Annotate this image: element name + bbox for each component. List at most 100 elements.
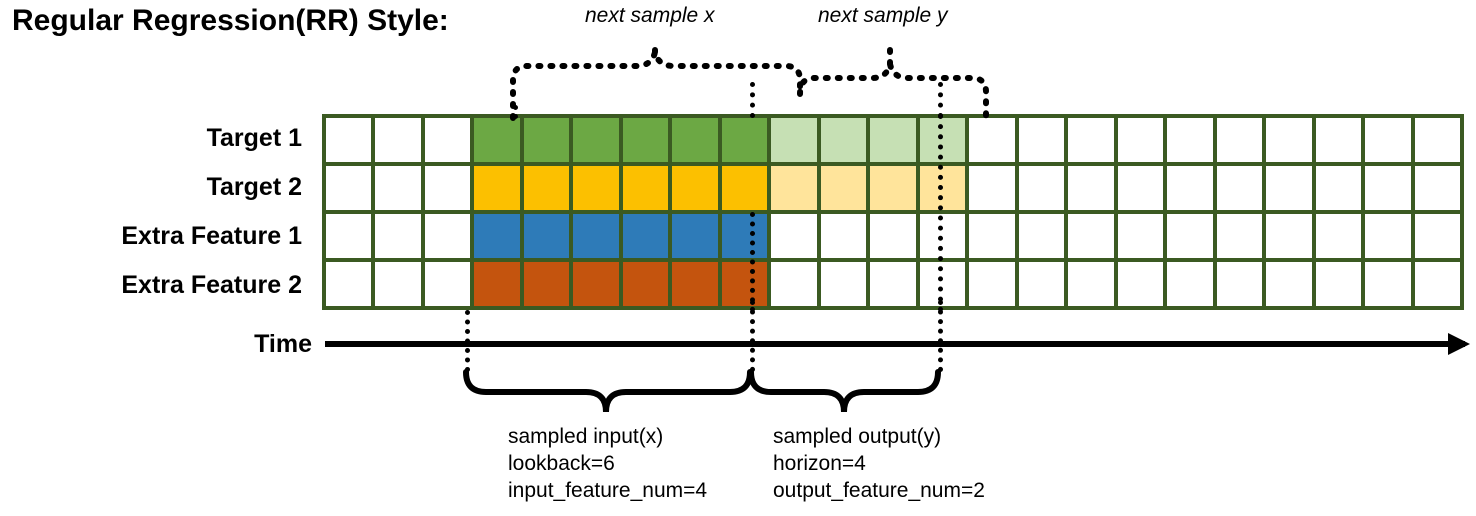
grid-cell-r4-c21 <box>1315 262 1362 306</box>
grid-cell-r4-c12 <box>870 262 916 306</box>
time-axis-line <box>325 341 1465 347</box>
grid-cell-r4-c4 <box>474 262 520 306</box>
dotted-connector-top-mid <box>750 82 755 118</box>
grid-cell-r4-c16 <box>1068 262 1114 306</box>
grid-cell-r1-c23 <box>1414 118 1460 162</box>
annotation-line-2: horizon=4 <box>773 451 866 475</box>
grid-cell-r2-c3 <box>424 166 471 210</box>
grid-cell-r3-c6 <box>573 214 619 258</box>
grid-cell-r1-c17 <box>1117 118 1164 162</box>
grid-cell-r3-c21 <box>1315 214 1362 258</box>
grid-cell-r1-c11 <box>820 118 867 162</box>
grid-cell-r2-c18 <box>1167 166 1213 210</box>
grid-cell-r1-c5 <box>523 118 570 162</box>
grid-cell-r1-c3 <box>424 118 471 162</box>
grid-cell-r3-c3 <box>424 214 471 258</box>
grid-cell-r4-c1 <box>326 262 372 306</box>
grid-cell-r2-c21 <box>1315 166 1362 210</box>
grid-cell-r2-c8 <box>672 166 718 210</box>
grid-cell-r2-c12 <box>870 166 916 210</box>
grid-cell-r4-c19 <box>1216 262 1263 306</box>
annotation-next-sample-x: next sample x <box>585 4 715 27</box>
grid-cell-r3-c2 <box>375 214 421 258</box>
grid-cell-r1-c14 <box>969 118 1015 162</box>
grid-cell-r2-c16 <box>1068 166 1114 210</box>
grid-cell-r2-c23 <box>1414 166 1460 210</box>
grid-cell-r4-c10 <box>771 262 817 306</box>
grid-cell-r1-c20 <box>1266 118 1312 162</box>
grid-cell-r1-c12 <box>870 118 916 162</box>
dotted-brace-next-sample-y <box>797 63 989 121</box>
grid-cell-r3-c18 <box>1167 214 1213 258</box>
dotted-connector-top-input-start <box>513 105 518 119</box>
grid-cell-r1-c4 <box>474 118 520 162</box>
row-label-extra-feature-1: Extra Feature 1 <box>121 221 302 250</box>
grid-cell-r1-c18 <box>1167 118 1213 162</box>
grid-cell-r3-c7 <box>622 214 669 258</box>
dotted-connector-bottom-mid <box>750 300 755 372</box>
grid-cell-r4-c23 <box>1414 262 1460 306</box>
grid-cell-r1-c2 <box>375 118 421 162</box>
grid-cell-r3-c14 <box>969 214 1015 258</box>
grid-cell-r3-c15 <box>1018 214 1065 258</box>
grid-cell-r4-c9 <box>721 262 768 306</box>
grid-cell-r2-c4 <box>474 166 520 210</box>
grid-cell-r2-c10 <box>771 166 817 210</box>
grid-cell-r3-c11 <box>820 214 867 258</box>
grid-cell-r3-c22 <box>1365 214 1411 258</box>
timeseries-grid <box>322 114 1464 310</box>
grid-cell-r2-c9 <box>721 166 768 210</box>
grid-cell-r4-c11 <box>820 262 867 306</box>
annotation-line-2: lookback=6 <box>508 451 615 475</box>
grid-cell-r1-c9 <box>721 118 768 162</box>
annotation-line-1: sampled output(y) <box>773 425 942 448</box>
grid-cell-r1-c6 <box>573 118 619 162</box>
grid-cell-r2-c5 <box>523 166 570 210</box>
page-title: Regular Regression(RR) Style: <box>12 4 449 37</box>
grid-cell-r1-c8 <box>672 118 718 162</box>
grid-cell-r3-c12 <box>870 214 916 258</box>
grid-cell-r4-c17 <box>1117 262 1164 306</box>
grid-cell-r1-c16 <box>1068 118 1114 162</box>
grid-cell-r2-c19 <box>1216 166 1263 210</box>
grid-cell-r4-c6 <box>573 262 619 306</box>
grid-cell-r3-c23 <box>1414 214 1460 258</box>
grid-cell-r4-c18 <box>1167 262 1213 306</box>
grid-cell-r4-c15 <box>1018 262 1065 306</box>
dotted-connector-bottom-input-start <box>465 310 470 372</box>
annotation-line-3: output_feature_num=2 <box>773 478 985 502</box>
grid-cell-r2-c7 <box>622 166 669 210</box>
time-axis-arrow-icon <box>1448 333 1470 355</box>
grid-cell-r3-c1 <box>326 214 372 258</box>
grid-cell-r3-c5 <box>523 214 570 258</box>
grid-cell-r3-c19 <box>1216 214 1263 258</box>
row-label-extra-feature-2: Extra Feature 2 <box>121 270 302 299</box>
grid-cell-r2-c17 <box>1117 166 1164 210</box>
grid-cell-r3-c17 <box>1117 214 1164 258</box>
grid-cell-r3-c9 <box>721 214 768 258</box>
grid-cell-r1-c22 <box>1365 118 1411 162</box>
brace-sampled-output <box>748 369 941 413</box>
row-label-target-2: Target 2 <box>206 172 302 201</box>
annotation-line-1: sampled input(x) <box>508 425 664 448</box>
grid-cell-r1-c15 <box>1018 118 1065 162</box>
dotted-connector-top-output-end <box>938 82 943 118</box>
grid-cell-r2-c22 <box>1365 166 1411 210</box>
dotted-connector-grid-output-end <box>938 114 943 312</box>
grid-cell-r4-c8 <box>672 262 718 306</box>
grid-cell-r3-c4 <box>474 214 520 258</box>
annotation-next-sample-y: next sample y <box>818 4 948 27</box>
grid-cell-r2-c6 <box>573 166 619 210</box>
grid-cell-r1-c19 <box>1216 118 1263 162</box>
grid-cell-r4-c5 <box>523 262 570 306</box>
dotted-brace-next-sample-x <box>510 51 803 121</box>
grid-cell-r3-c8 <box>672 214 718 258</box>
grid-cell-r3-c10 <box>771 214 817 258</box>
grid-cell-r2-c1 <box>326 166 372 210</box>
grid-cell-r2-c2 <box>375 166 421 210</box>
grid-cell-r4-c2 <box>375 262 421 306</box>
grid-cell-r3-c16 <box>1068 214 1114 258</box>
